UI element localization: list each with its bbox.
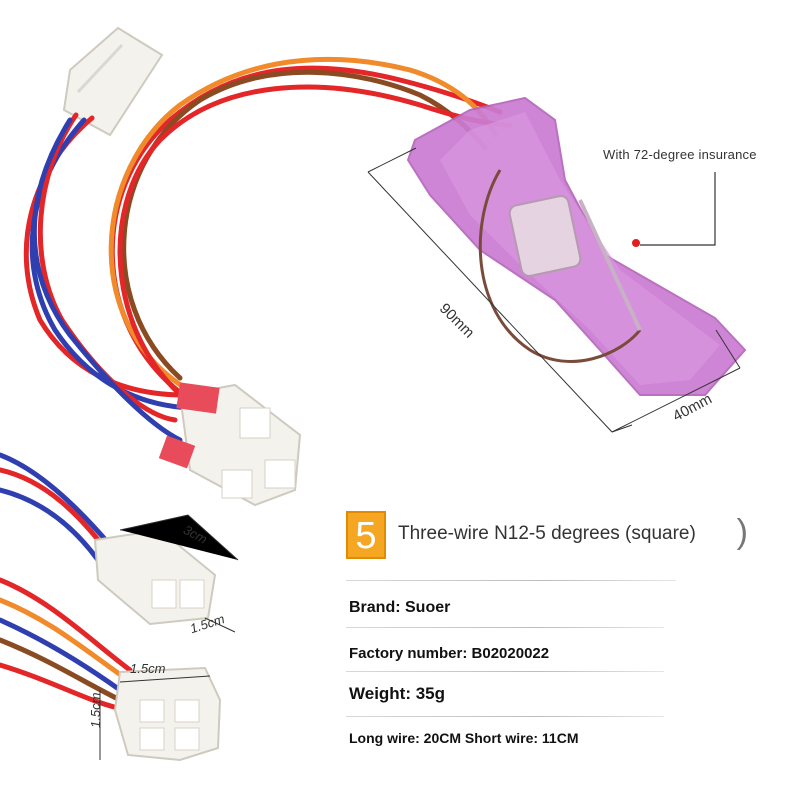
weight-spec: Weight: 35g xyxy=(349,684,446,703)
divider xyxy=(346,716,664,717)
divider xyxy=(346,627,664,628)
divider xyxy=(346,671,664,672)
dimension-lines xyxy=(367,147,741,433)
wire-bundle-left xyxy=(23,112,193,443)
model-number-badge: 5 xyxy=(346,511,386,559)
callout-line xyxy=(640,172,716,246)
insurance-callout: With 72-degree insurance xyxy=(603,147,757,162)
lower-connector xyxy=(158,382,302,507)
wire-length-spec: Long wire: 20CM Short wire: 11CM xyxy=(349,730,579,746)
top-connector xyxy=(62,26,164,137)
product-title-row: 5 Three-wire N12-5 degrees (square) ) xyxy=(346,511,756,561)
product-title: Three-wire N12-5 degrees (square) xyxy=(398,523,696,544)
divider xyxy=(346,580,676,581)
thermostat-housing xyxy=(406,96,747,396)
factory-number-spec: Factory number: B02020022 xyxy=(349,645,550,662)
square-plug-width: 1.5cm xyxy=(130,661,166,676)
square-plug xyxy=(0,577,222,762)
small-plug xyxy=(0,452,239,633)
square-plug-height: 1.5cm xyxy=(88,692,103,728)
title-paren: ) xyxy=(736,513,748,551)
insurance-point-icon xyxy=(632,239,640,247)
wire-bundle-top xyxy=(108,56,513,413)
brand-spec: Brand: Suoer xyxy=(349,599,451,616)
